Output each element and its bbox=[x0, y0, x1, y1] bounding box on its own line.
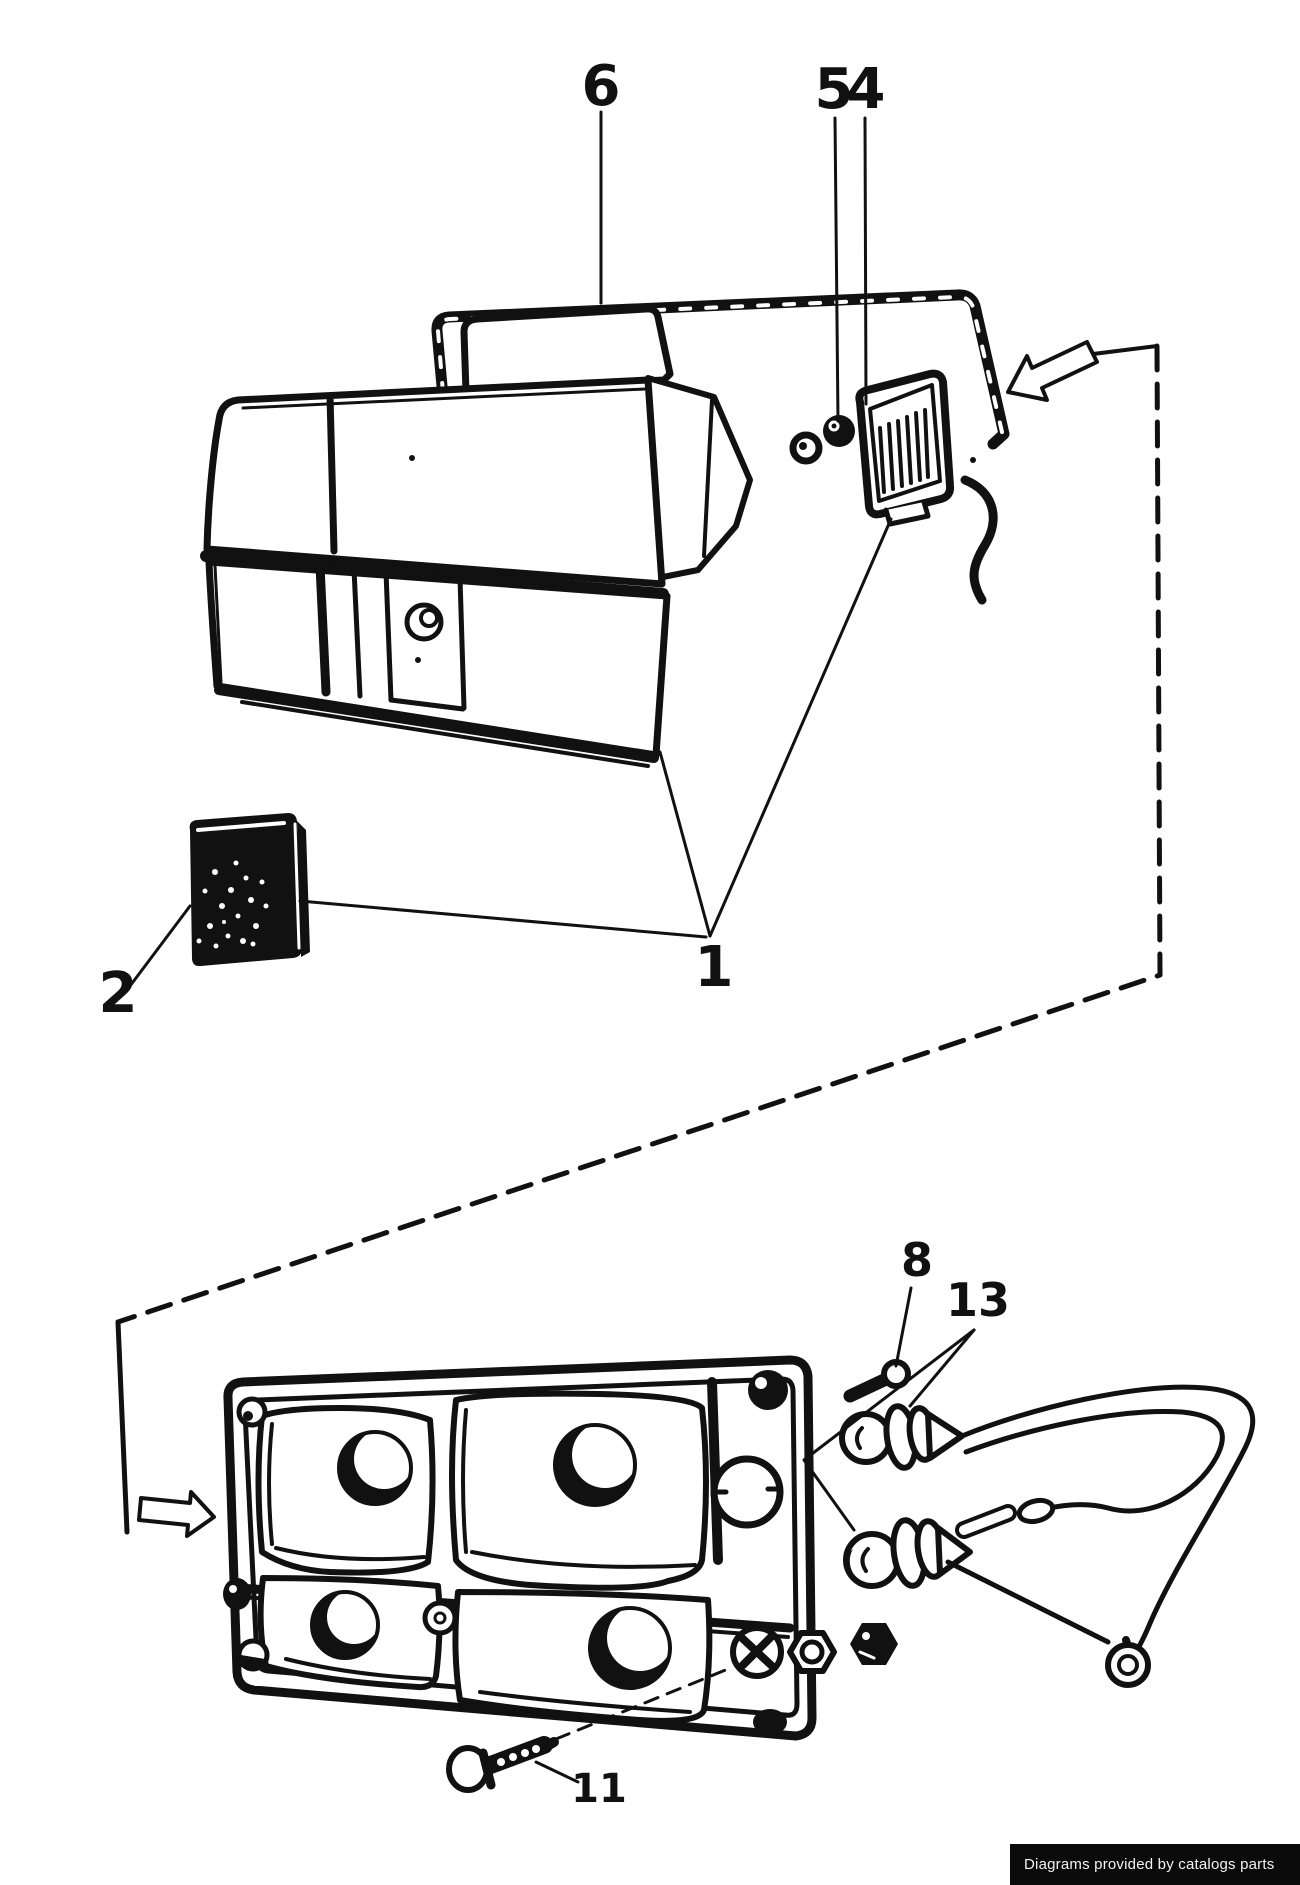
callouts: 6 5 4 1 2 8 13 11 bbox=[99, 54, 1010, 1812]
callout-13: 13 bbox=[946, 1273, 1010, 1327]
mounting-screw-part-8 bbox=[843, 1359, 911, 1403]
callout-5: 5 bbox=[815, 57, 854, 122]
reflector-sparkles bbox=[196, 860, 269, 949]
callout-11: 11 bbox=[571, 1766, 627, 1812]
wiring-harness bbox=[945, 1384, 1256, 1688]
block-arrow-down-left-icon bbox=[1006, 340, 1099, 402]
insertion-arrow-lower bbox=[137, 1490, 216, 1538]
side-lens-part-4 bbox=[855, 369, 955, 527]
callout-8: 8 bbox=[901, 1233, 933, 1287]
watermark-text: Diagrams provided by catalogs parts bbox=[1024, 1856, 1275, 1873]
callout-6: 6 bbox=[582, 54, 621, 119]
gasket-part-6 bbox=[431, 289, 1010, 450]
block-arrow-right-icon bbox=[137, 1490, 216, 1538]
callout-1: 1 bbox=[695, 935, 734, 1000]
leader-lines bbox=[128, 110, 976, 1784]
callout-4: 4 bbox=[847, 57, 886, 122]
insertion-arrow-upper bbox=[1006, 340, 1099, 402]
lens-bulb-domes bbox=[310, 1422, 673, 1690]
lens-hatching bbox=[878, 408, 930, 494]
nuts-part-5 bbox=[789, 415, 855, 465]
screw-part-11 bbox=[446, 1665, 735, 1793]
hex-nut bbox=[787, 1630, 837, 1674]
reflector-part-2 bbox=[189, 813, 310, 967]
callout-2: 2 bbox=[99, 961, 138, 1026]
housing-part-1 bbox=[200, 305, 976, 768]
wire-hook bbox=[960, 475, 998, 605]
watermark-badge: Diagrams provided by catalogs parts bbox=[1010, 1844, 1300, 1885]
knurled-nut bbox=[850, 1623, 898, 1665]
projection-dashed-lines bbox=[115, 343, 1163, 1535]
lens-assembly-rear bbox=[223, 1355, 817, 1741]
corner-fixings bbox=[236, 1370, 788, 1735]
bulb-holders-part-13 bbox=[839, 1403, 973, 1589]
